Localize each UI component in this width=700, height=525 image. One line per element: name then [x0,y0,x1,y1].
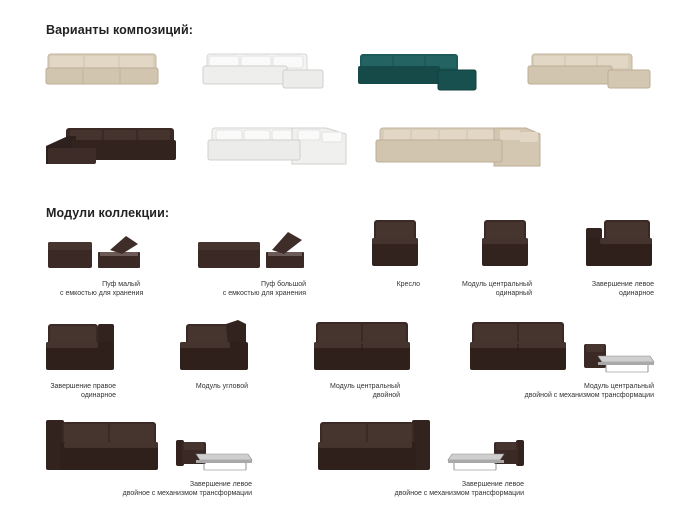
caption-center-double: Модуль центральный двойной [330,383,400,399]
module-armchair [372,220,418,266]
module-end-left-double-mech-2 [318,420,430,470]
mechanism-unfolded-1 [584,344,655,373]
module-end-left-single [586,220,652,266]
caption-center-single: Модуль центральный одинарный [462,281,532,297]
module-center-double [314,322,410,370]
composition-teal-chaise-sofa [358,54,477,91]
composition-brown-corner-sofa [46,128,176,164]
caption-center-double-mech: Модуль центральный двойной с механизмом … [524,383,654,399]
composition-beige-chaise-sofa [527,53,651,89]
composition-beige-straight-sofa [45,53,159,85]
caption-end-left-single: Завершение левое одинарное [591,281,654,297]
caption-pouf-small: Пуф малый с емкостью для хранения [60,281,144,297]
caption-end-right-single: Завершение правое одинарное [50,383,116,399]
module-end-left-double-mech-1 [46,420,158,470]
modules-heading: Модули коллекции: [46,206,170,220]
module-corner [180,320,248,370]
caption-armchair: Кресло [396,281,420,288]
module-center-single [482,220,528,266]
compositions-heading: Варианты композиций: [46,23,194,37]
composition-beige-u-sofa [375,127,541,167]
caption-corner: Модуль угловой [195,383,248,390]
module-center-double-mech [470,322,566,370]
caption-end-left-double-mech-1: Завершение левое двойное с механизмом тр… [122,481,252,497]
caption-pouf-big: Пуф большой с емкостью для хранения [222,281,306,297]
composition-white-chaise-sofa [202,53,324,89]
mechanism-unfolded-2 [176,440,253,471]
module-pouf-big [198,232,304,268]
caption-end-left-double-mech-2: Завершение левое двойное с механизмом тр… [394,481,524,497]
composition-white-corner-sofa [207,127,347,165]
mechanism-unfolded-3 [447,440,524,471]
module-pouf-small [48,236,140,268]
module-end-right-single [46,324,114,370]
